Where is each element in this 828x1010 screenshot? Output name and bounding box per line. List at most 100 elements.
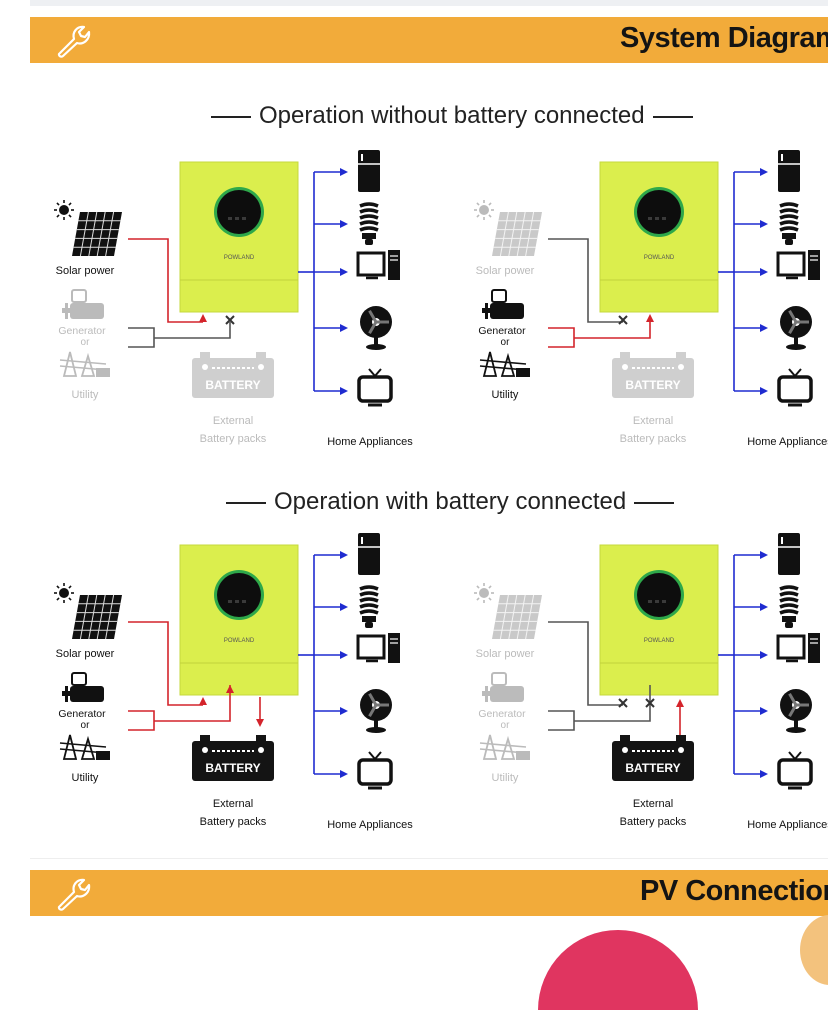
tv-screen [357,758,393,786]
battery-pack: BATTERY [612,735,694,781]
blocked-marker-stroke [645,698,655,708]
grid-bracket [128,327,155,348]
bulb-coil [779,603,799,609]
heading-without-battery: Operation without battery connected [203,102,701,130]
panel-grid [508,211,518,257]
pylon [62,734,78,760]
fan-pole [374,337,378,345]
sun-ray [476,585,480,589]
arrow-head [760,168,768,176]
bulb-coil [359,597,379,603]
arrow-head [340,268,348,276]
sun-ray [68,585,72,589]
heading-text: Operation without battery connected [259,102,645,129]
panel-grid [508,594,518,640]
solar-panel-icon [54,200,122,257]
arrow-head [340,387,348,395]
generator-icon [482,289,524,319]
power-line [59,359,107,365]
tv-antenna [794,368,802,377]
wrench-icon [57,878,91,911]
arrow-head [760,603,768,611]
generator-label: Generator [478,708,526,720]
fan-pole [794,337,798,345]
bulb-coil [359,591,379,597]
or-label: or [501,337,511,348]
bulb-base [362,233,376,239]
bulb-base [782,616,796,622]
home-appliances-label: Home Appliances [747,436,828,448]
or-label: or [501,720,511,731]
bulb-coil [359,226,379,232]
tower [388,633,400,663]
pylon [62,351,78,377]
arrow-head [256,719,264,727]
or-label: or [81,720,91,731]
generator-top [71,289,87,303]
display-button [242,217,246,220]
arrow-head [340,220,348,228]
external-label: External [633,415,673,427]
solar-panel-icon [474,200,542,257]
arrow-head [760,651,768,659]
bulb-base [782,233,796,239]
brand-label: POWLAND [224,638,255,644]
external-label: External [633,798,673,810]
top-strip [30,0,828,6]
arrow-head [676,699,684,707]
panel-grid [499,211,509,257]
grid-bracket [548,327,575,348]
inverter-unit: POWLAND [599,544,719,696]
arrow-head [226,685,234,693]
generator-body [70,303,104,319]
solar-label: Solar power [56,648,115,660]
solar-line [128,621,203,706]
sun-ray [488,214,492,218]
display-button [235,600,239,603]
sun-ray [488,202,492,206]
display-screen [637,190,681,234]
utility-label: Utility [492,772,519,784]
power-line [479,742,527,748]
display-screen [217,573,261,617]
tv-antenna [788,368,796,377]
tv-antenna [368,368,376,377]
generator-flange [485,303,488,319]
panel-grid [525,211,535,257]
lightbulb-icon [779,585,799,628]
heading-text: Operation with battery connected [274,488,627,515]
battery-packs-label: Battery packs [620,816,687,828]
battery-terminal [676,352,686,360]
banner-title: System Diagram [620,22,828,54]
sun-ray [56,585,60,589]
tv-antenna [374,751,382,760]
tower [808,633,820,663]
fridge-icon [358,150,380,192]
generator-flange [65,303,68,319]
computer-icon [776,250,820,280]
display-button [655,600,659,603]
lightbulb-icon [779,202,799,245]
battery-dot [258,747,264,753]
battery-dot [622,364,628,370]
utility-grid-icon [59,351,110,377]
tower [388,250,400,280]
generator-top [491,672,507,686]
arrow-head [340,168,348,176]
sun-ray [68,202,72,206]
fan-base [786,727,806,733]
monitor [356,251,386,277]
generator-body [490,303,524,319]
blocked-marker [225,315,235,325]
brand-label: POWLAND [644,638,675,644]
generator-label: Generator [58,325,106,337]
bulb-coil [779,609,799,615]
sun-ray [476,202,480,206]
battery-label: BATTERY [625,761,680,775]
solar-label: Solar power [476,265,535,277]
sun-icon [479,588,489,598]
battery-label: BATTERY [625,378,680,392]
blocked-marker [618,698,628,708]
fridge-body [358,533,380,575]
sun-ray [488,585,492,589]
